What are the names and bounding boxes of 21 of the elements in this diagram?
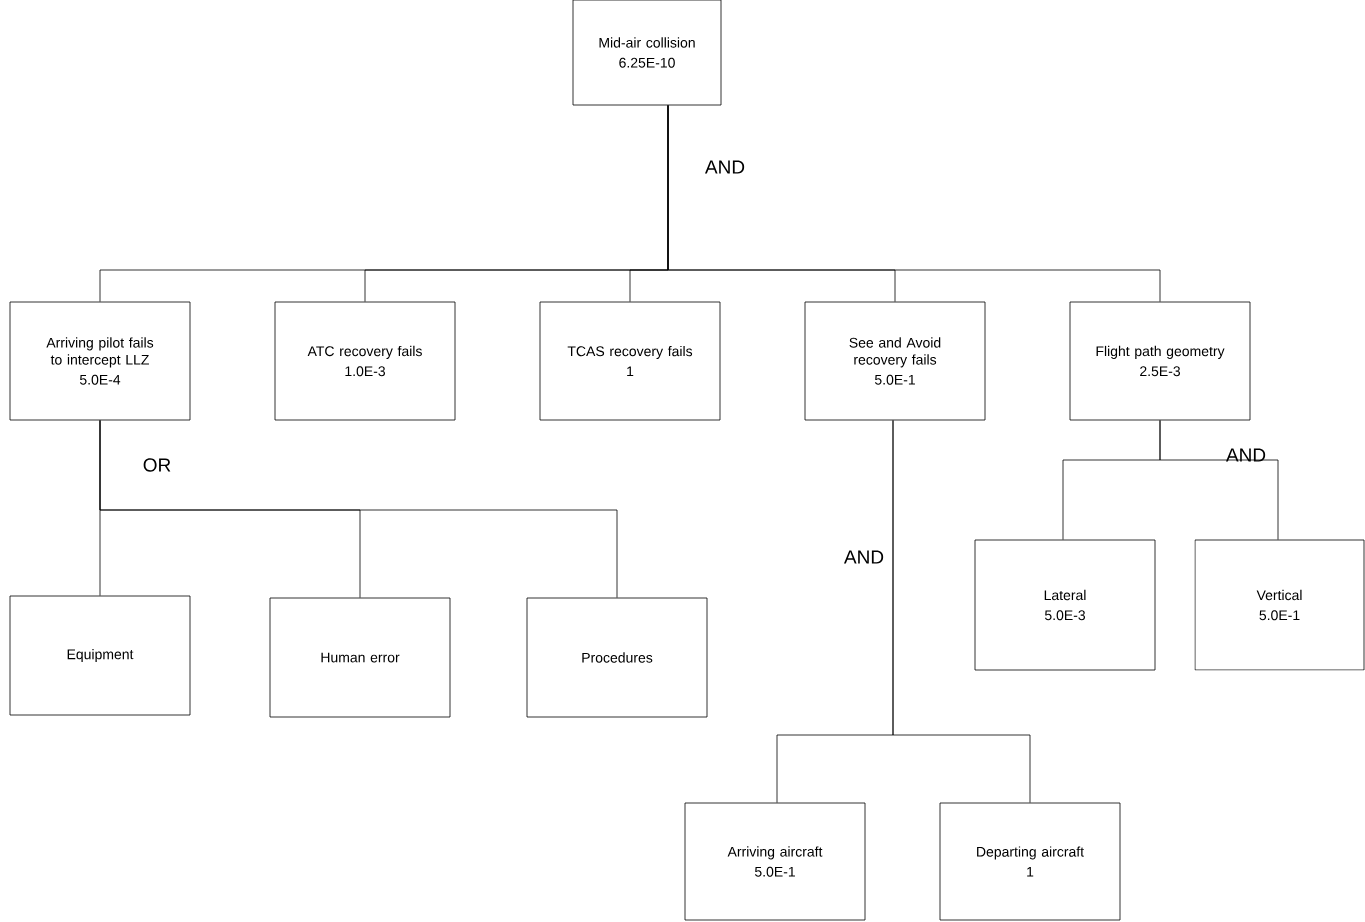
connector-line: [99, 420, 618, 598]
gate-label: AND: [705, 160, 745, 174]
event-box: Vertical 5.0E-1: [1194, 539, 1365, 671]
gate-label: OR: [143, 458, 171, 472]
event-box: Human error: [269, 597, 451, 718]
event-box: Flight path geometry 2.5E-3: [1069, 301, 1251, 421]
event-box: Arriving pilot fails to intercept LLZ 5.0E-4: [9, 301, 191, 421]
gate-label: AND: [1226, 448, 1266, 462]
event-box: Mid-air collision 6.25E-10: [572, 0, 722, 106]
event-box: Procedures: [526, 597, 708, 718]
connector-line: [667, 105, 1161, 302]
gate-label: AND: [844, 550, 884, 564]
event-box: Equipment: [9, 595, 191, 716]
event-box: ATC recovery fails 1.0E-3: [274, 301, 456, 421]
connector-line: [1159, 420, 1279, 540]
event-box: Arriving aircraft 5.0E-1: [684, 802, 866, 921]
event-box: See and Avoid recovery fails 5.0E-1: [804, 301, 986, 421]
event-box: Departing aircraft 1: [939, 802, 1121, 921]
connector-line: [892, 420, 1031, 803]
event-box: TCAS recovery fails 1: [539, 301, 721, 421]
event-box: Lateral 5.0E-3: [974, 539, 1156, 671]
